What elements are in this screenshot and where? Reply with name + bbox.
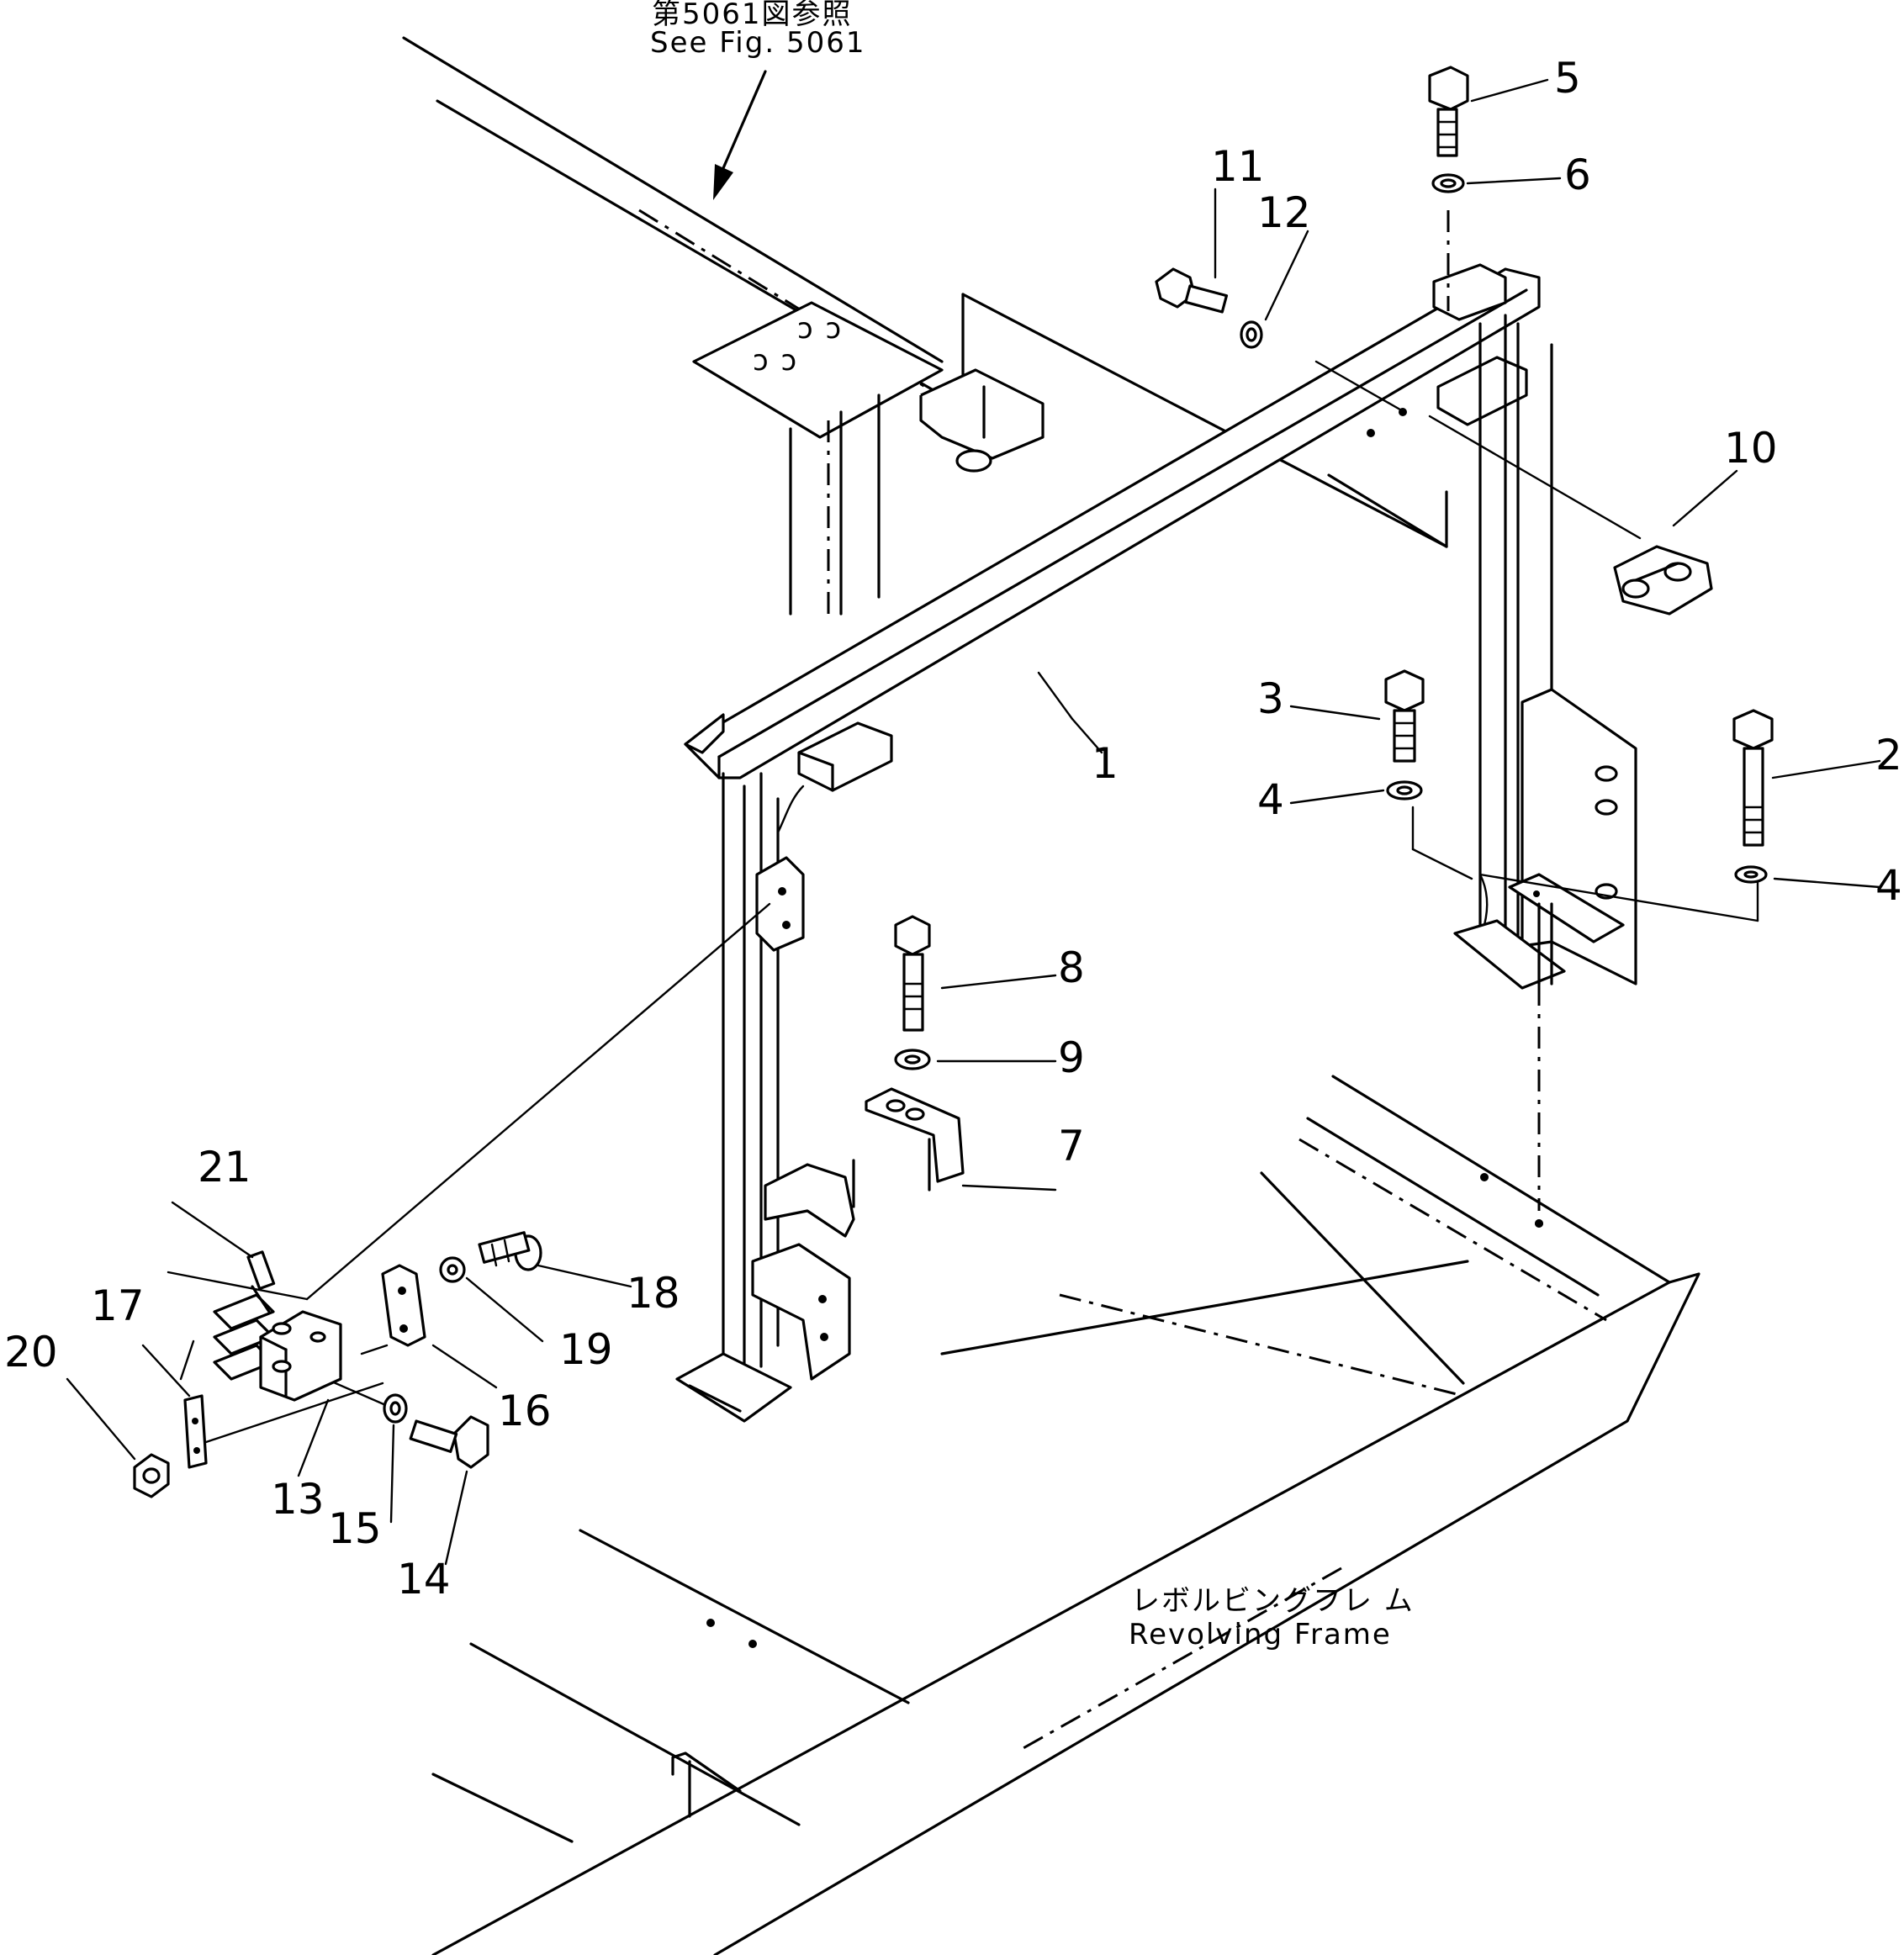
callout-19: 19 xyxy=(559,1325,613,1374)
callout-5: 5 xyxy=(1554,54,1581,103)
callout-2: 2 xyxy=(1875,731,1902,779)
callout-21: 21 xyxy=(198,1143,251,1191)
callout-8: 8 xyxy=(1058,943,1085,992)
bolt-part-14 xyxy=(409,1415,489,1469)
callout-1: 1 xyxy=(1092,739,1119,788)
see-fig-en-label: See Fig. 5061 xyxy=(650,26,865,60)
svg-text:ɔ ɔ: ɔ ɔ xyxy=(797,312,843,346)
lock-washer-part-19 xyxy=(439,1256,466,1283)
see-fig-jp-label: 第5061図参照 xyxy=(652,0,853,31)
bracket-part-7 xyxy=(852,1087,965,1208)
bolt-part-5 xyxy=(1428,66,1469,157)
callout-16: 16 xyxy=(498,1387,552,1435)
bolt-part-3 xyxy=(1384,669,1425,763)
callout-15: 15 xyxy=(328,1504,382,1553)
revolving-frame xyxy=(431,1075,1700,1955)
revolving-frame-en-label: Revolving Frame xyxy=(1129,1618,1392,1651)
plate-part-17 xyxy=(183,1394,208,1469)
bolt-part-11 xyxy=(1155,267,1229,314)
part-callouts: 1 2 3 4 4 5 6 7 8 9 10 11 12 13 14 15 16… xyxy=(4,54,1902,1604)
callout-18: 18 xyxy=(627,1269,680,1318)
callout-10: 10 xyxy=(1724,424,1778,473)
nut-part-20 xyxy=(133,1453,170,1498)
plate-part-16 xyxy=(381,1264,426,1347)
leader-lines xyxy=(66,78,1881,1566)
bolt-part-2 xyxy=(1732,709,1774,847)
main-frame xyxy=(167,210,1759,1444)
reference-notes: 第5061図参照 See Fig. 5061 レボルビングフレ ム Revolv… xyxy=(650,0,1415,1651)
callout-11: 11 xyxy=(1211,142,1265,191)
svg-text:ɔ ɔ: ɔ ɔ xyxy=(753,344,798,378)
hardware xyxy=(133,66,1774,1498)
callout-7: 7 xyxy=(1058,1122,1085,1170)
callout-4-a: 4 xyxy=(1257,775,1284,824)
callout-4-b: 4 xyxy=(1875,861,1902,910)
callout-9: 9 xyxy=(1058,1033,1085,1082)
revolving-frame-jp-label: レボルビングフレ ム xyxy=(1131,1584,1415,1618)
callout-20: 20 xyxy=(4,1328,58,1376)
callout-14: 14 xyxy=(397,1555,451,1604)
clamp-part-10 xyxy=(1613,545,1713,616)
fig-5061-pointer xyxy=(713,70,767,200)
bolt-part-8 xyxy=(894,915,931,1032)
callout-3: 3 xyxy=(1257,674,1284,723)
callout-6: 6 xyxy=(1564,151,1591,199)
screw-part-18 xyxy=(478,1231,542,1271)
callout-17: 17 xyxy=(91,1281,145,1330)
upper-platform: ɔ ɔ ɔ ɔ xyxy=(402,36,1448,622)
callout-13: 13 xyxy=(271,1475,325,1524)
clip-part-13 xyxy=(259,1310,342,1402)
callout-12: 12 xyxy=(1257,188,1311,237)
